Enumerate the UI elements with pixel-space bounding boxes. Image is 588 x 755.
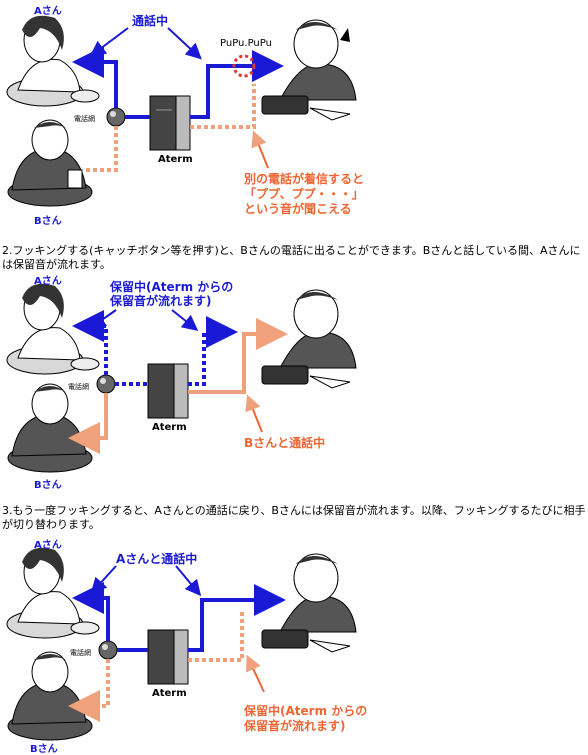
line-aterm-hold <box>188 316 238 386</box>
line-aterm-to-c <box>190 50 284 119</box>
person-b-label: Bさん <box>30 744 58 755</box>
network-node <box>106 107 126 127</box>
network-node <box>98 640 118 660</box>
note-line-2: 「ププ、ププ・・・」 <box>244 187 364 201</box>
line-a-to-network <box>72 46 118 108</box>
aterm-label: Aterm <box>152 688 187 699</box>
aterm-label: Aterm <box>152 422 187 433</box>
line-aterm-to-c-waiting <box>190 84 256 129</box>
person-c-figure <box>261 19 357 121</box>
status-label: 通話中 <box>132 14 169 28</box>
note-line-3: という音が聞こえる <box>244 202 352 216</box>
status-a-label: Aさんと通話中 <box>116 552 198 566</box>
note-line-1: 別の電話が着信すると <box>244 172 365 186</box>
line-b-to-network <box>84 126 118 172</box>
person-a-figure <box>6 15 100 107</box>
line-aterm-to-c-active <box>188 318 288 394</box>
network-label: 電話網 <box>70 649 91 657</box>
panel-3-drawing <box>6 547 357 741</box>
person-a-figure <box>6 547 100 639</box>
aterm-device <box>147 363 189 419</box>
line-aterm-hold <box>188 610 244 662</box>
person-b-figure <box>7 119 93 207</box>
panel-1-drawing <box>6 15 357 207</box>
ringing-burst <box>232 54 256 78</box>
step-2-caption: 2.フッキングする(キャッチボタン等を押す)と、Bさんの電話に出ることができます… <box>2 244 581 271</box>
person-b-figure <box>7 651 93 741</box>
panel-2: Aさん Bさん 電話網 Aterm 保留中(Aterm からの 保留音が流れます… <box>0 272 588 491</box>
network-node <box>96 374 116 394</box>
line-b-active <box>68 393 108 454</box>
status-b-label: Bさんと通話中 <box>244 436 326 450</box>
aterm-label: Aterm <box>158 154 193 165</box>
hold-line-1: 保留中(Aterm からの <box>244 704 368 718</box>
panel-3: Aさん Bさん 電話網 Aterm Aさんと通話中 保留中(Aterm からの … <box>0 534 588 755</box>
aterm-device <box>149 95 191 151</box>
person-a-label: Aさん <box>34 540 62 551</box>
person-b-figure <box>7 383 93 473</box>
panel-2-drawing <box>6 283 357 473</box>
person-a-label: Aさん <box>34 6 62 17</box>
person-a-figure <box>6 283 100 375</box>
person-c-figure <box>261 289 357 389</box>
person-a-label: Aさん <box>34 276 62 287</box>
network-label: 電話網 <box>74 115 95 123</box>
ring-sound-label: PuPu.PuPu <box>220 38 272 49</box>
person-b-label: Bさん <box>34 480 62 491</box>
hold-line-2: 保留音が流れます) <box>110 294 212 308</box>
hold-line-1: 保留中(Aterm からの <box>110 280 234 294</box>
hold-line-2: 保留音が流れます) <box>244 719 346 733</box>
aterm-device <box>147 629 189 685</box>
line-aterm-to-c-active <box>188 584 286 652</box>
panel-1: Aさん Bさん 電話網 Aterm 通話中 PuPu.PuPu 別の電話が着信す… <box>0 0 588 232</box>
line-a-active <box>72 582 110 641</box>
line-b-hold <box>68 659 110 722</box>
step-3-caption: 3.もう一度フッキングすると、Aさんとの通話に戻り、Bさんには保留音が流れます。… <box>2 504 586 531</box>
person-c-figure <box>261 553 357 653</box>
person-b-label: Bさん <box>34 216 62 227</box>
network-label: 電話網 <box>68 383 89 391</box>
